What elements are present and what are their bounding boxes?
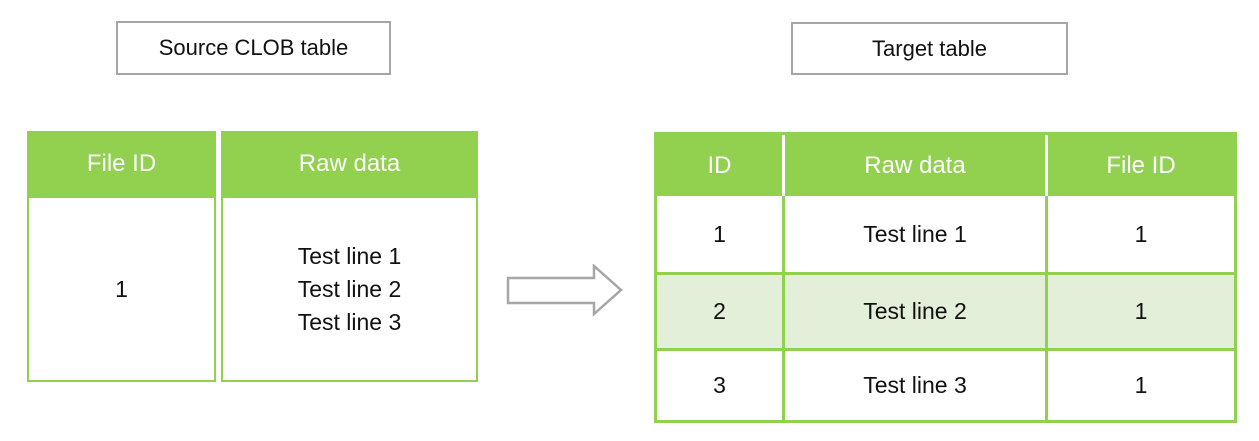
source-cell-raw-data: Test line 1 Test line 2 Test line 3	[221, 196, 478, 382]
source-clob-table: File ID 1 Raw data Test line 1 Test line…	[27, 131, 478, 382]
target-cell-r1-file-id: 1	[1048, 196, 1234, 272]
target-header-file-id: File ID	[1048, 135, 1234, 196]
target-table-label: Target table	[791, 22, 1068, 75]
raw-data-line: Test line 3	[297, 308, 402, 335]
target-header-id: ID	[657, 135, 785, 196]
target-cell-r1-raw-data: Test line 1	[785, 196, 1048, 272]
target-cell-r2-raw-data: Test line 2	[785, 272, 1048, 348]
target-cell-r3-id: 3	[657, 348, 785, 420]
target-cell-r2-id: 2	[657, 272, 785, 348]
raw-data-line: Test line 2	[297, 275, 402, 302]
source-column-raw-data: Raw data Test line 1 Test line 2 Test li…	[221, 131, 478, 382]
source-file-id-value: 1	[115, 275, 128, 302]
target-cell-r1-id: 1	[657, 196, 785, 272]
target-cell-r2-file-id: 1	[1048, 272, 1234, 348]
target-cell-r3-raw-data: Test line 3	[785, 348, 1048, 420]
source-header-file-id: File ID	[27, 131, 216, 196]
source-cell-file-id: 1	[27, 196, 216, 382]
right-block-arrow-icon	[506, 264, 623, 317]
target-table: ID Raw data File ID 1 Test line 1 1 2 Te…	[654, 132, 1237, 423]
source-column-file-id: File ID 1	[27, 131, 216, 382]
raw-data-line: Test line 1	[297, 242, 402, 269]
source-table-label: Source CLOB table	[116, 21, 391, 75]
target-header-raw-data: Raw data	[785, 135, 1048, 196]
source-header-raw-data: Raw data	[221, 131, 478, 196]
target-cell-r3-file-id: 1	[1048, 348, 1234, 420]
